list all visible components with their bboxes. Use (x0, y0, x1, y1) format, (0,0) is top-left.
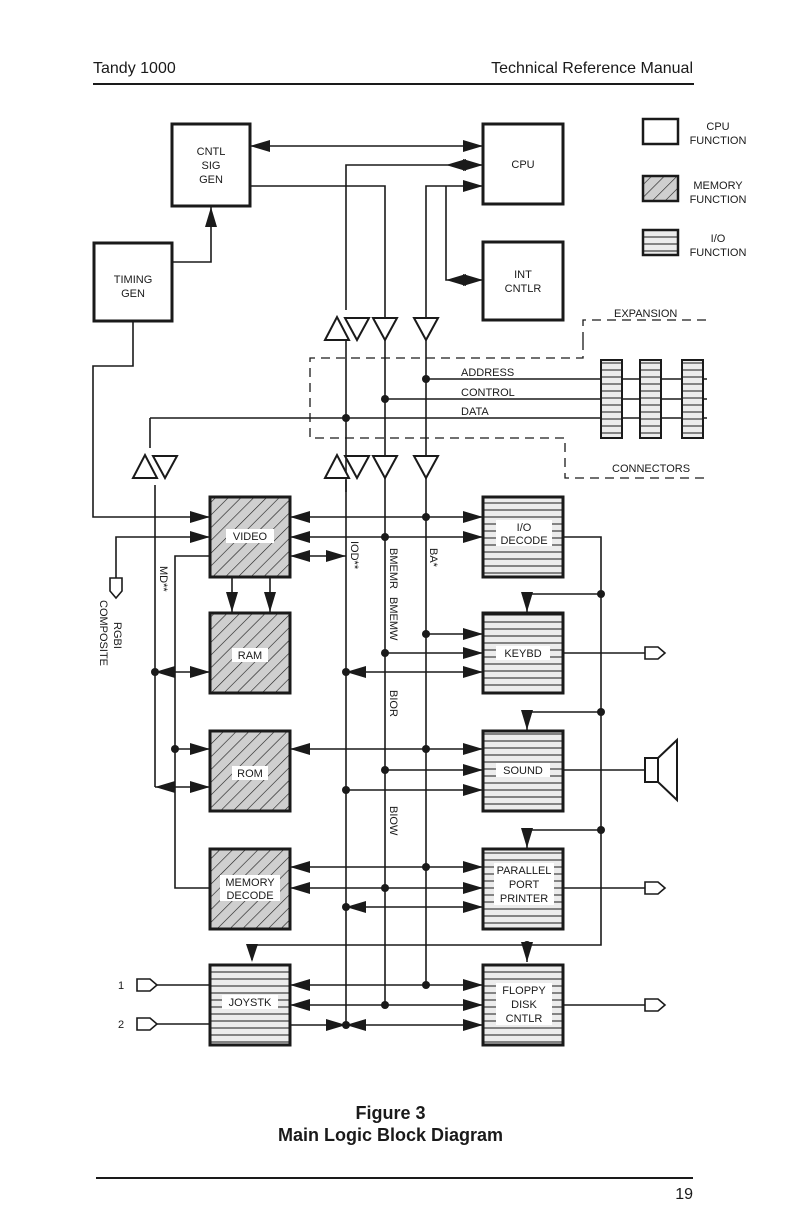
legend-io-line2: FUNCTION (690, 247, 747, 259)
memory-decode-label-2: DECODE (226, 890, 273, 902)
legend-cpu-swatch (641, 117, 680, 146)
rgbi-label: RGBI (111, 622, 123, 649)
page-number: 19 (675, 1186, 693, 1203)
bus-outline (309, 319, 707, 479)
cpu-label: CPU (511, 159, 534, 171)
composite-label: COMPOSITE (97, 600, 109, 666)
int-cntlr-label-1: INT (514, 269, 532, 281)
junction-dots (151, 375, 605, 1029)
int-cntlr-label-2: CNTLR (505, 283, 542, 295)
figure-number: Figure 3 (355, 1103, 426, 1123)
timing-gen-label-1: TIMING (114, 274, 153, 286)
io-decode-label-2: DECODE (500, 535, 547, 547)
figure-caption: Figure 3 Main Logic Block Diagram (0, 1102, 781, 1146)
joystk-label: JOYSTK (229, 997, 272, 1009)
expansion-connectors (600, 359, 704, 439)
memory-blocks (208, 495, 292, 931)
cntl-sig-gen-label-3: GEN (199, 174, 223, 186)
rom-label: ROM (237, 768, 263, 780)
parallel-port-label-3: PRINTER (500, 893, 548, 905)
floppy-disk-label-3: CNTLR (506, 1013, 543, 1025)
md-label: MD** (157, 566, 169, 592)
arrowheads (155, 140, 533, 1031)
cntl-sig-gen-label-1: CNTL (197, 146, 226, 158)
legend-memory-swatch (641, 174, 680, 203)
legend-memory-line1: MEMORY (693, 180, 743, 192)
timing-gen-label-2: GEN (121, 288, 145, 300)
parallel-port-label-2: PORT (509, 879, 540, 891)
parallel-port-label-1: PARALLEL (497, 865, 552, 877)
io-decode-label-1: I/O (517, 522, 532, 534)
signal-labels: EXPANSION CONNECTORS ADDRESS CONTROL DAT… (97, 308, 690, 1031)
video-label: VIDEO (233, 531, 268, 543)
cpu-block (481, 122, 565, 206)
biow-label: BIOW (387, 806, 399, 836)
wires (92, 145, 707, 1026)
legend-io-swatch (641, 228, 680, 257)
legend: CPU FUNCTION MEMORY FUNCTION I/O FUNCTIO… (641, 117, 747, 259)
iod-label: IOD** (348, 541, 360, 570)
cntl-sig-gen-label-2: SIG (202, 160, 221, 172)
floppy-disk-label-2: DISK (511, 999, 537, 1011)
legend-io-line1: I/O (711, 233, 726, 245)
joystick-port-2-label: 2 (118, 1019, 124, 1031)
joystick-port-1-label: 1 (118, 980, 124, 992)
header-rule (93, 83, 694, 85)
address-bus-label: ADDRESS (461, 367, 514, 379)
header-right: Technical Reference Manual (491, 60, 693, 77)
ram-label: RAM (238, 650, 262, 662)
legend-cpu-line2: FUNCTION (690, 135, 747, 147)
ba-label: BA* (427, 548, 439, 568)
io-block-labels: JOYSTK I/O DECODE KEYBD SOUND PARALLEL P… (222, 520, 554, 1025)
bus-buffers (131, 314, 440, 481)
int-cntlr-block (481, 240, 565, 322)
connectors-label: CONNECTORS (612, 463, 690, 475)
output-ports (109, 577, 667, 1031)
figure-title: Main Logic Block Diagram (277, 1125, 504, 1145)
memory-decode-label-1: MEMORY (225, 877, 275, 889)
data-bus-label: DATA (461, 406, 489, 418)
keybd-label: KEYBD (504, 648, 541, 660)
legend-cpu-line1: CPU (706, 121, 729, 133)
bior-label: BIOR (387, 690, 399, 717)
block-labels: CNTL SIG GEN CPU INT CNTLR TIMING GEN (114, 146, 542, 300)
cntl-sig-gen-block (170, 122, 252, 208)
footer-rule (96, 1177, 693, 1179)
timing-gen-block (92, 241, 174, 323)
speaker-icon (644, 737, 678, 803)
expansion-label: EXPANSION (614, 308, 677, 320)
control-bus-label: CONTROL (461, 387, 515, 399)
header-left: Tandy 1000 (93, 60, 176, 77)
sound-label: SOUND (503, 765, 543, 777)
bmemr-label: BMEMR (387, 548, 399, 589)
legend-memory-line2: FUNCTION (690, 194, 747, 206)
cpu-blocks (92, 122, 565, 323)
memory-block-labels: VIDEO RAM ROM MEMORY DECODE (220, 529, 280, 902)
bmemw-label: BMEMW (387, 597, 399, 641)
floppy-disk-label-1: FLOPPY (502, 985, 546, 997)
